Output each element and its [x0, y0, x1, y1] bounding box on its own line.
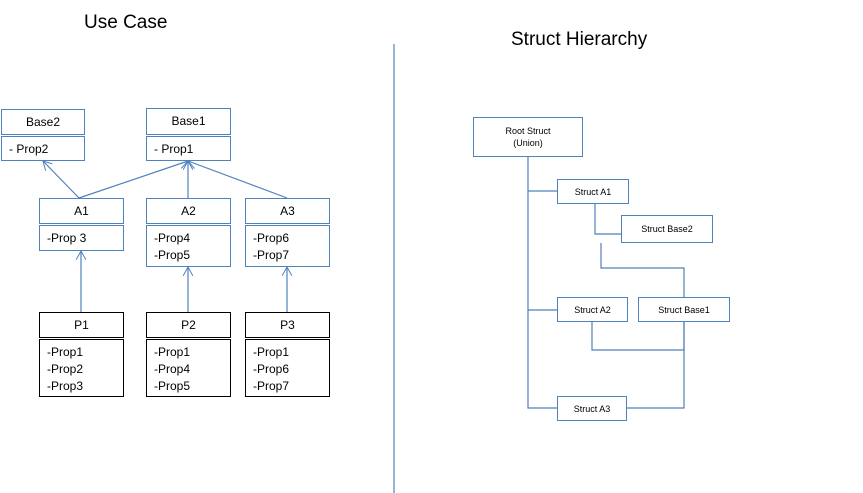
a1-header: A1: [39, 198, 124, 224]
struct-hierarchy-title: Struct Hierarchy: [511, 29, 648, 50]
a3-header: A3: [245, 198, 330, 224]
a1-props: -Prop 3: [39, 225, 124, 251]
root-struct-box: Root Struct (Union): [473, 117, 583, 157]
root-struct-sublabel: (Union): [513, 138, 543, 148]
p3-props: -Prop1 -Prop6 -Prop7: [245, 339, 330, 397]
tree-a1-base2: [594, 204, 621, 235]
p3-prop: -Prop6: [253, 362, 290, 376]
p3-prop: -Prop7: [253, 379, 290, 393]
tree-trunk: [527, 156, 557, 409]
p3-prop: -Prop1: [253, 345, 290, 359]
p1-props: -Prop1 -Prop2 -Prop3: [39, 339, 124, 397]
a3-prop: -Prop6: [253, 231, 290, 245]
a3-props: -Prop6 -Prop7: [245, 225, 330, 267]
struct-a2-box: Struct A2: [557, 297, 628, 322]
struct-a1-box: Struct A1: [557, 179, 629, 204]
p3-header: P3: [245, 312, 330, 338]
struct-base2-box: Struct Base2: [621, 215, 713, 243]
a2-header: A2: [146, 198, 231, 224]
root-struct-label: Root Struct: [505, 126, 551, 136]
base1-prop: - Prop1: [154, 142, 194, 156]
arrow-a1-base1: [78, 161, 188, 199]
struct-base1-box: Struct Base1: [638, 297, 730, 322]
arrow-a1-base2: [43, 161, 80, 199]
base2-prop: - Prop2: [9, 142, 49, 156]
a2-prop: -Prop4: [154, 231, 191, 245]
a2-prop: -Prop5: [154, 248, 191, 262]
arrow-a3-base1: [188, 161, 288, 199]
a2-props: -Prop4 -Prop5: [146, 225, 231, 267]
p2-header: P2: [146, 312, 231, 338]
tree-a2-base1: [591, 322, 685, 351]
tree-base1-a3: [627, 322, 685, 409]
a3-prop: -Prop7: [253, 248, 290, 262]
p1-prop: -Prop1: [47, 345, 84, 359]
use-case-title: Use Case: [84, 12, 168, 33]
p1-prop: -Prop3: [47, 379, 84, 393]
p2-prop: -Prop5: [154, 379, 191, 393]
base1-props: - Prop1: [146, 136, 231, 161]
tree-a1-base1: [600, 243, 685, 297]
struct-a3-box: Struct A3: [557, 396, 627, 421]
base2-header: Base2: [1, 109, 85, 135]
a1-prop: -Prop 3: [47, 231, 87, 245]
base1-header: Base1: [146, 108, 231, 135]
p2-prop: -Prop1: [154, 345, 191, 359]
p1-prop: -Prop2: [47, 362, 84, 376]
p2-props: -Prop1 -Prop4 -Prop5: [146, 339, 231, 397]
base2-props: - Prop2: [1, 136, 85, 161]
p1-header: P1: [39, 312, 124, 338]
p2-prop: -Prop4: [154, 362, 191, 376]
